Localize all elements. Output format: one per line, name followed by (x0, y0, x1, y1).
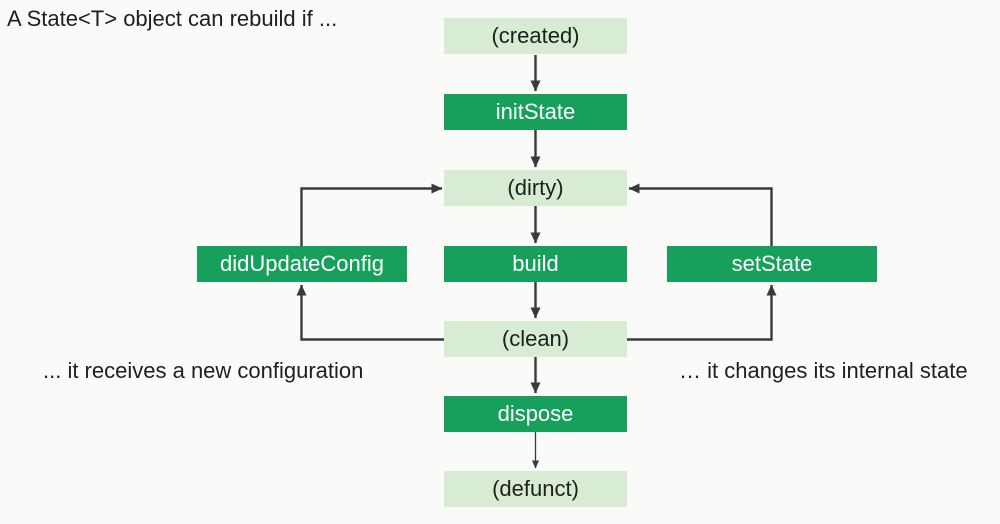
node-clean: (clean) (444, 321, 627, 357)
arrow-didupdateconfig-dirty (300, 183, 443, 246)
arrow-clean-didupdateconfig (296, 284, 444, 341)
node-setstate: setState (667, 246, 877, 282)
arrow-setstate-dirty (628, 183, 773, 246)
node-dirty: (dirty) (444, 170, 627, 206)
annotation-internal-state: … it changes its internal state (679, 358, 968, 383)
node-created: (created) (444, 18, 627, 54)
annotation-new-configuration: ... it receives a new configuration (43, 358, 364, 383)
node-initstate: initState (444, 94, 627, 130)
node-defunct: (defunct) (444, 471, 627, 507)
node-didupdateconfig: didUpdateConfig (197, 246, 407, 282)
arrow-clean-setstate (627, 284, 777, 341)
diagram-title: A State<T> object can rebuild if ... (7, 6, 338, 31)
node-dispose: dispose (444, 396, 627, 432)
node-build: build (444, 246, 627, 282)
